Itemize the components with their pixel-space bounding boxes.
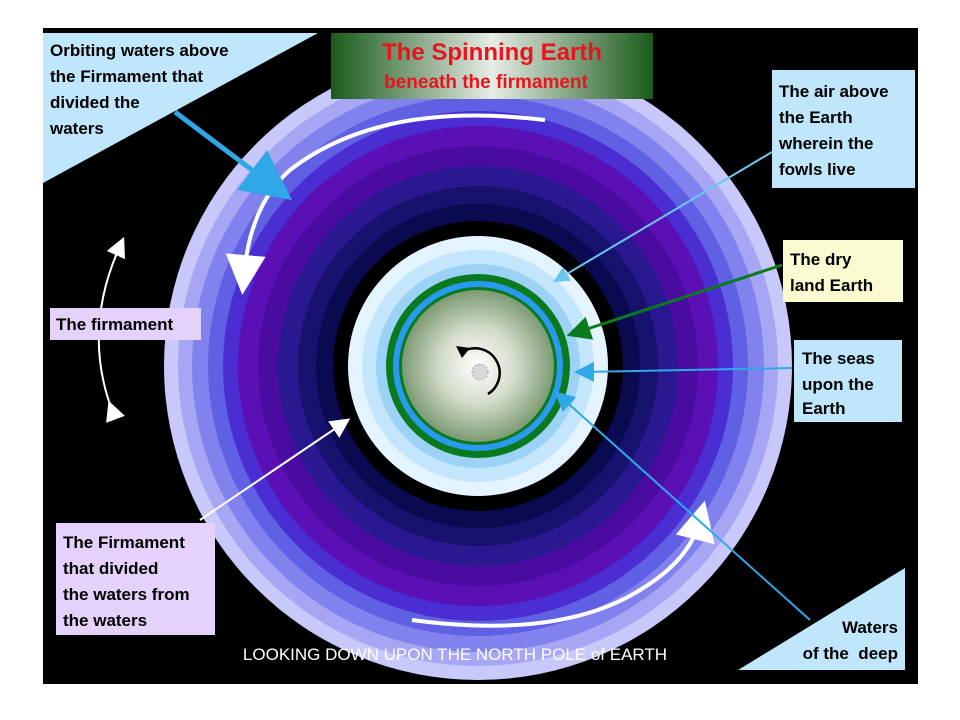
orbiting-waters-line1: Orbiting waters above (50, 41, 229, 60)
air-line4: fowls live (779, 160, 856, 179)
orbiting-waters-line4: waters (49, 119, 104, 138)
seas-line3: Earth (802, 399, 845, 418)
label-air: The air above the Earth wherein the fowl… (772, 70, 915, 188)
orbiting-waters-line2: the Firmament that (50, 67, 203, 86)
label-waters-deep: Waters of the deep (738, 568, 905, 670)
orbit-arrow-icon (225, 113, 546, 295)
waters-deep-line1: Waters (842, 618, 898, 637)
pointer-lines (173, 110, 811, 621)
dry-land-line2: land Earth (790, 276, 873, 295)
label-seas: The seas upon the Earth (794, 340, 902, 422)
caption: LOOKING DOWN UPON THE NORTH POLE of EART… (243, 645, 667, 664)
pointer-seas (574, 361, 793, 382)
pointer-waters-deep (554, 391, 811, 621)
pointer-dry-land (566, 263, 783, 340)
label-orbiting-waters: Orbiting waters above the Firmament that… (43, 33, 318, 183)
dry-land-line1: The dry (790, 250, 852, 269)
rotation-arrow-icon (461, 347, 501, 396)
title-line2: beneath the firmament (384, 72, 588, 93)
firmament-divided-line4: the waters (63, 611, 147, 630)
label-dry-land: The dry land Earth (783, 240, 903, 302)
orbiting-waters-line3: divided the (50, 93, 140, 112)
firmament-divided-line3: the waters from (63, 585, 190, 604)
sea-ring (393, 281, 563, 451)
firmament-divided-line1: The Firmament (63, 533, 185, 552)
label-firmament: The firmament (50, 308, 201, 340)
seas-line1: The seas (802, 349, 875, 368)
orbit-arrow-icon (411, 500, 715, 628)
air-line3: wherein the (778, 134, 873, 153)
pointer-firmament-divided (199, 418, 351, 521)
air-line2: the Earth (779, 108, 853, 127)
pointer-air (553, 151, 773, 283)
pointer-orbiting-waters (173, 110, 292, 201)
title-line1: The Spinning Earth (382, 39, 602, 66)
north-pole-marker (471, 363, 489, 381)
air-line1: The air above (779, 82, 889, 101)
seas-line2: upon the (802, 375, 874, 394)
waters-deep-line2: of the deep (803, 644, 898, 663)
title-box: The Spinning Earth beneath the firmament (331, 33, 653, 99)
earth (386, 274, 570, 458)
label-firmament-divided: The Firmament that divided the waters fr… (56, 523, 215, 635)
firmament-divided-line2: that divided (63, 559, 158, 578)
rotation-arrow-head (456, 346, 470, 358)
firmament-text: The firmament (56, 315, 173, 334)
